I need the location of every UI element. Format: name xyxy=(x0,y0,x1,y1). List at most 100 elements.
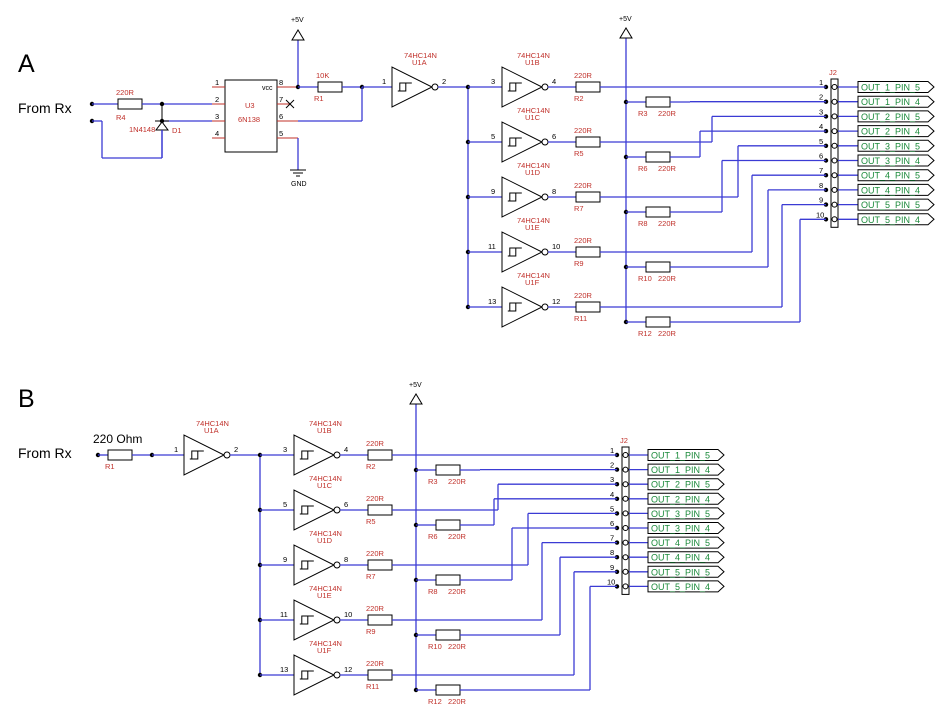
inverter-in-pin: 13 xyxy=(488,297,496,306)
connector-pin-4: 4 xyxy=(610,490,614,499)
inverter-ref: U1F xyxy=(317,646,332,655)
output-flag xyxy=(647,580,725,593)
pd-ref: R3 xyxy=(428,477,438,486)
series-ref: R9 xyxy=(366,627,376,636)
inverter-part: 74HC14N xyxy=(309,419,342,428)
series-value: 220R xyxy=(574,126,593,135)
panel-a-frontend: A From Rx 220R R4 D1 1N4148 U3 6N138 vcc xyxy=(18,17,365,188)
inverter-u1b xyxy=(293,434,336,476)
pd-resistor-r12 xyxy=(645,316,671,328)
inverter-bubble xyxy=(541,138,549,146)
output-label-1: OUT_1_PIN_5 xyxy=(861,83,920,93)
inverter-bubble xyxy=(333,451,341,459)
pd-resistor-r6 xyxy=(645,151,671,163)
u3-pin-6: 6 xyxy=(279,112,283,121)
pd-value: 220R xyxy=(658,164,677,173)
inverter-bubble xyxy=(333,506,341,514)
supply-arrow xyxy=(619,27,633,39)
optocoupler-u3 xyxy=(224,79,278,153)
inverter-in-pin: 11 xyxy=(488,242,496,251)
buffer-ref: U1A xyxy=(412,58,427,67)
output-flag xyxy=(857,139,935,152)
connector-pin-8: 8 xyxy=(819,181,823,190)
d1-part: 1N4148 xyxy=(129,125,155,134)
output-label-5: OUT_3_PIN_5 xyxy=(861,141,920,151)
output-flag xyxy=(857,154,935,167)
pd-ref: R8 xyxy=(638,219,648,228)
hysteresis-symbol xyxy=(299,560,314,570)
buffer-part: 74HC14N xyxy=(196,419,229,428)
buffer-ref: U1A xyxy=(204,426,219,435)
hysteresis-symbol xyxy=(507,302,522,312)
connector-pin-circle xyxy=(622,583,629,590)
output-flag xyxy=(647,551,725,564)
inverter-out-pin: 8 xyxy=(344,555,348,564)
connector-pin-circle xyxy=(831,142,838,149)
inverter-in-pin: 5 xyxy=(491,132,495,141)
connector-pin-7: 7 xyxy=(819,166,823,175)
output-flag xyxy=(857,213,935,226)
d1-ref: D1 xyxy=(172,126,182,135)
inverter-out-pin: 6 xyxy=(344,500,348,509)
series-value: 220R xyxy=(574,236,593,245)
pd-ref: R6 xyxy=(638,164,648,173)
series-value: 220R xyxy=(574,291,593,300)
supply-arrow xyxy=(409,393,423,405)
hysteresis-symbol xyxy=(507,137,522,147)
resistor-r4 xyxy=(117,98,143,110)
inverter-in-pin: 13 xyxy=(280,665,288,674)
inverter-ref: U1E xyxy=(525,223,540,232)
series-resistor-r11 xyxy=(367,669,393,681)
connector-pin-5: 5 xyxy=(610,504,614,513)
u3-pin-1: 1 xyxy=(215,78,219,87)
inverter-part: 74HC14N xyxy=(517,161,550,170)
panel-a-label: A xyxy=(18,50,35,78)
pd-value: 220R xyxy=(658,274,677,283)
connector-j2-body xyxy=(830,78,839,228)
connector-pin-circle xyxy=(622,554,629,561)
series-ref: R2 xyxy=(366,462,376,471)
series-ref: R2 xyxy=(574,94,584,103)
connector-j2-body xyxy=(621,446,630,595)
connector-pin-circle xyxy=(622,495,629,502)
series-resistor-r2 xyxy=(367,449,393,461)
series-value: 220R xyxy=(366,604,385,613)
pd-resistor-r8 xyxy=(645,206,671,218)
hysteresis-symbol xyxy=(507,192,522,202)
connector-pin-circle xyxy=(831,216,838,223)
gnd-label: GND xyxy=(291,181,307,188)
pd-resistor-r8 xyxy=(435,574,461,586)
panel-b-r1-value: 220 Ohm xyxy=(93,432,142,446)
hysteresis-symbol xyxy=(397,82,412,92)
inverter-bubble xyxy=(431,83,439,91)
inverter-bubble xyxy=(223,451,231,459)
connector-pin-10: 10 xyxy=(607,577,615,586)
series-resistor-r9 xyxy=(575,246,601,258)
connector-pin-circle xyxy=(622,452,629,458)
inverter-bubble xyxy=(541,193,549,201)
pd-resistor-r3 xyxy=(645,96,671,108)
series-ref: R11 xyxy=(574,314,587,323)
inverter-out-pin: 4 xyxy=(552,77,556,86)
series-value: 220R xyxy=(366,659,385,668)
pd-value: 220R xyxy=(658,219,677,228)
series-ref: R5 xyxy=(366,517,376,526)
inverter-part: 74HC14N xyxy=(517,106,550,115)
connector-pin-4: 4 xyxy=(819,122,823,131)
output-label-8: OUT_4_PIN_4 xyxy=(651,553,710,563)
inverter-out-pin: 12 xyxy=(344,665,352,674)
connector-ref: J2 xyxy=(620,436,628,445)
connector-pin-9: 9 xyxy=(819,196,823,205)
inverter-part: 74HC14N xyxy=(309,474,342,483)
u3-pin-8: 8 xyxy=(279,78,283,87)
output-label-3: OUT_2_PIN_5 xyxy=(651,480,710,490)
pd-resistor-r10 xyxy=(435,629,461,641)
connector-pin-6: 6 xyxy=(819,152,823,161)
supply-label: +5V xyxy=(619,16,632,23)
connector-pin-3: 3 xyxy=(819,107,823,116)
resistor-r1 xyxy=(317,81,343,93)
inverter-part: 74HC14N xyxy=(517,51,550,60)
